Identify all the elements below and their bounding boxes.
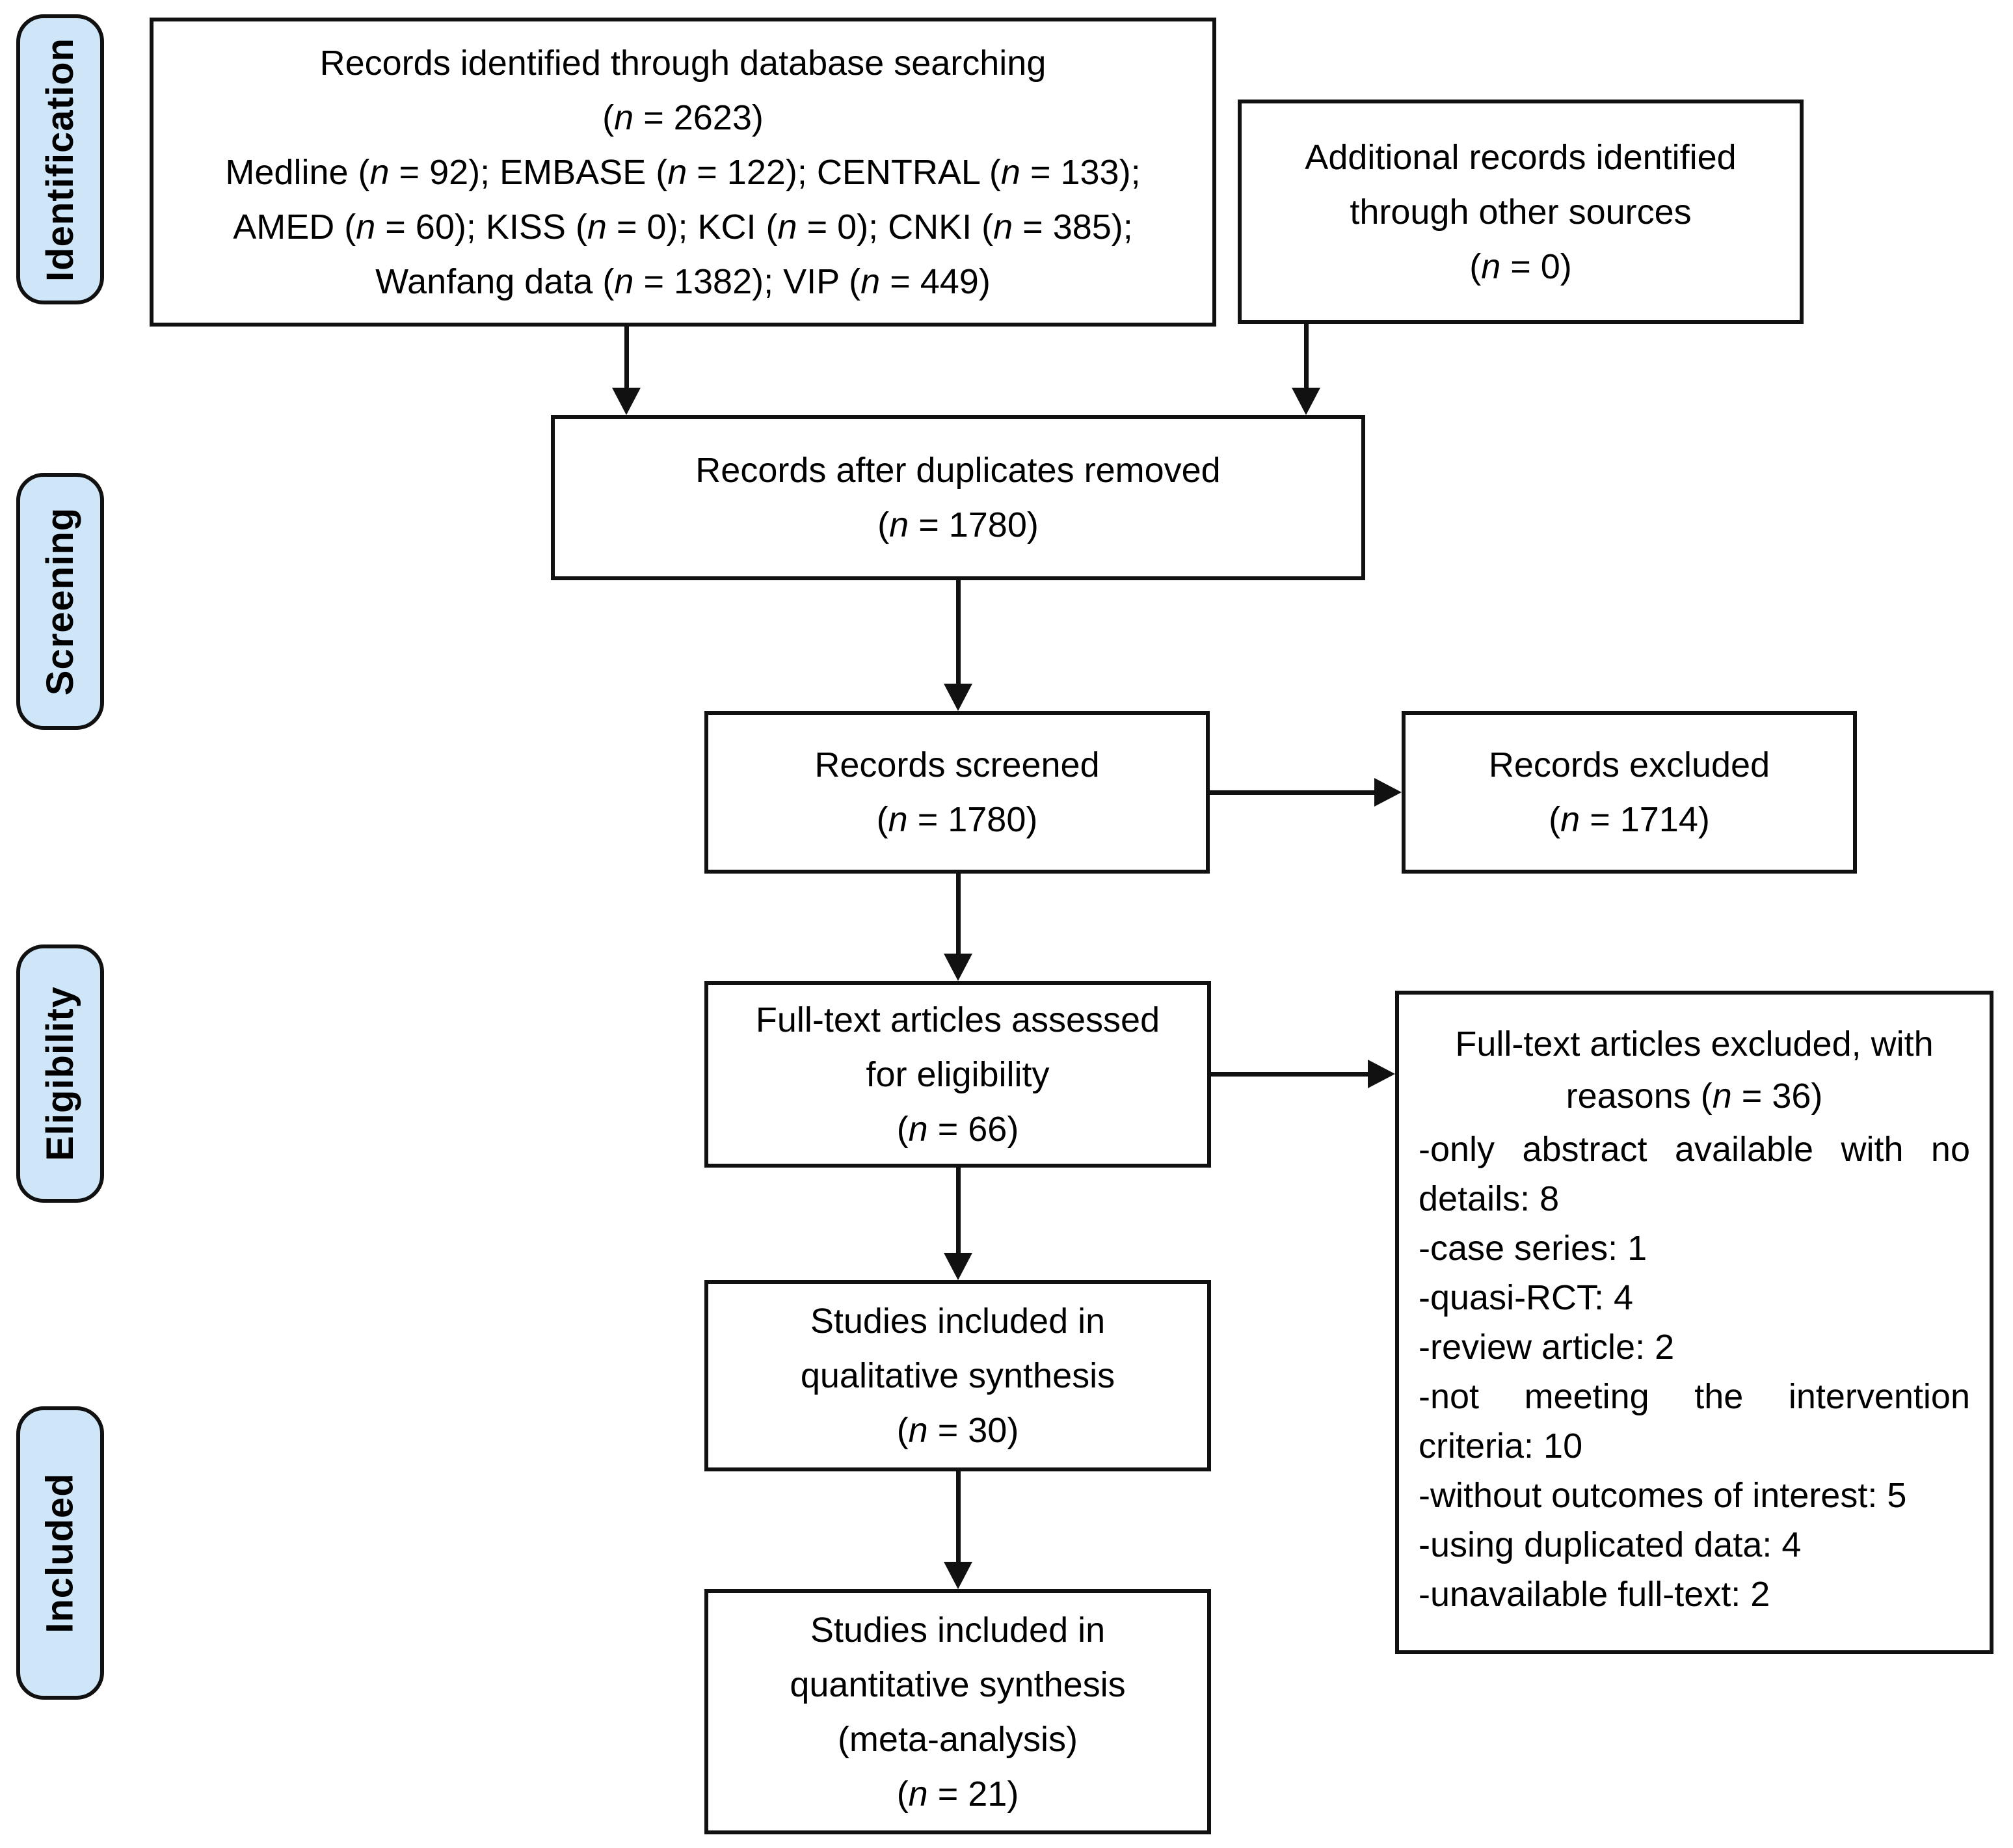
arrow-additional-to-dedup-head <box>1292 388 1320 415</box>
stage-identification: Identification <box>16 14 104 304</box>
text-line: Full-text articles excluded, with <box>1455 1024 1934 1064</box>
text-line: -only abstract available with no details… <box>1419 1130 1970 1218</box>
arrow-dedup-to-screened-head <box>944 684 972 711</box>
arrow-fulltext-to-excluded-head <box>1368 1060 1395 1088</box>
arrow-fulltext-to-qualitative-head <box>944 1253 972 1280</box>
arrow-fulltext-to-qualitative-line <box>956 1168 961 1253</box>
text-line: Records screened <box>814 745 1100 784</box>
stage-included: Included <box>16 1406 104 1700</box>
text-line: -not meeting the intervention criteria: … <box>1419 1377 1970 1466</box>
text-line: (n = 0) <box>1469 247 1572 286</box>
arrow-identified-to-dedup-line <box>624 327 629 388</box>
text-line: (n = 30) <box>896 1411 1019 1450</box>
text-line: (meta-analysis) <box>837 1719 1078 1759</box>
text-line: qualitative synthesis <box>800 1356 1115 1395</box>
box-fulltext-excluded-title: Full-text articles excluded, with reasons… <box>1419 1018 1970 1122</box>
text-line: Wanfang data (n = 1382); VIP (n = 449) <box>375 261 991 301</box>
text-line: Records identified through database sear… <box>319 43 1046 83</box>
arrow-additional-to-dedup-line <box>1304 324 1309 388</box>
stage-identification-label: Identification <box>39 37 82 282</box>
text-line: Medline (n = 92); EMBASE (n = 122); CENT… <box>225 152 1141 192</box>
text-line: (n = 2623) <box>602 98 764 137</box>
text-line: Full-text articles assessed <box>755 1000 1160 1039</box>
arrow-screened-to-fulltext-head <box>944 954 972 981</box>
arrow-screened-to-excluded-line <box>1210 790 1374 795</box>
stage-screening: Screening <box>16 473 104 730</box>
text-line: Studies included in <box>810 1302 1106 1341</box>
stage-screening-label: Screening <box>39 507 81 696</box>
stage-eligibility-label: Eligibility <box>39 986 81 1161</box>
arrow-dedup-to-screened-line <box>956 580 961 684</box>
box-records-identified: Records identified through database sear… <box>150 18 1216 327</box>
box-records-screened: Records screened (n = 1780) <box>704 711 1210 874</box>
arrow-qualitative-to-quantitative-line <box>956 1471 961 1562</box>
text-line: Studies included in <box>810 1610 1106 1650</box>
text-line: -case series: 1 <box>1419 1229 1647 1268</box>
text-line: AMED (n = 60); KISS (n = 0); KCI (n = 0)… <box>233 207 1133 247</box>
text-line: -without outcomes of interest: 5 <box>1419 1476 1907 1515</box>
text-line: Records after duplicates removed <box>695 451 1221 490</box>
text-line: quantitative synthesis <box>790 1665 1126 1704</box>
arrow-screened-to-fulltext-line <box>956 874 961 954</box>
box-fulltext-assessed: Full-text articles assessed for eligibili… <box>704 981 1211 1168</box>
box-qualitative-synthesis: Studies included in qualitative synthesis… <box>704 1280 1211 1471</box>
text-line: (n = 1780) <box>876 800 1038 839</box>
text-line: (n = 1780) <box>877 505 1039 544</box>
text-line: -review article: 2 <box>1419 1328 1675 1367</box>
box-fulltext-excluded: Full-text articles excluded, with reasons… <box>1395 991 1993 1654</box>
arrow-screened-to-excluded-head <box>1374 778 1402 807</box>
text-line: Records excluded <box>1488 745 1770 784</box>
arrow-identified-to-dedup-head <box>612 388 641 415</box>
text-line: Additional records identified <box>1305 137 1737 177</box>
arrow-fulltext-to-excluded-line <box>1211 1072 1368 1077</box>
text-line: (n = 21) <box>896 1774 1019 1814</box>
text-line: reasons (n = 36) <box>1566 1077 1823 1116</box>
box-quantitative-synthesis: Studies included in quantitative synthesi… <box>704 1589 1211 1834</box>
text-line: -using duplicated data: 4 <box>1419 1525 1802 1564</box>
text-line: -unavailable full-text: 2 <box>1419 1575 1770 1614</box>
box-fulltext-excluded-reasons: -only abstract available with no details… <box>1419 1125 1970 1619</box>
text-line: (n = 1714) <box>1549 800 1710 839</box>
text-line: through other sources <box>1350 192 1692 232</box>
arrow-qualitative-to-quantitative-head <box>944 1562 972 1589</box>
text-line: (n = 66) <box>896 1109 1019 1149</box>
stage-eligibility: Eligibility <box>16 944 104 1203</box>
box-after-duplicates: Records after duplicates removed (n = 178… <box>551 415 1365 580</box>
text-line: for eligibility <box>866 1054 1050 1094</box>
box-additional-records: Additional records identified through oth… <box>1238 100 1804 324</box>
box-records-excluded: Records excluded (n = 1714) <box>1402 711 1857 874</box>
text-line: -quasi-RCT: 4 <box>1419 1278 1634 1317</box>
stage-included-label: Included <box>39 1473 81 1633</box>
